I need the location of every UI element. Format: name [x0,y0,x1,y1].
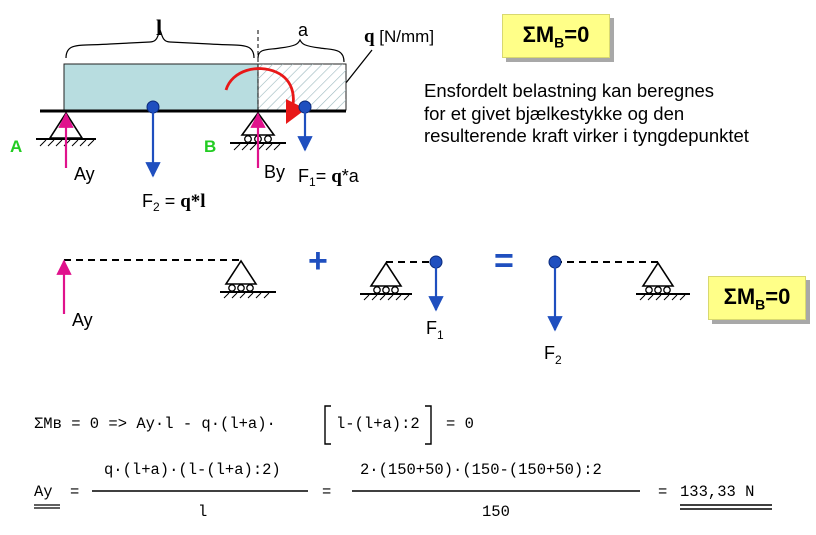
equation-result: 133,33 N [680,483,754,501]
equation-eq1: = [70,483,79,501]
equation-eq2: = [322,483,331,501]
equation-lhs: Ay [34,483,53,501]
description-line-1: Ensfordelt belastning kan beregnes [424,80,715,101]
moment-box-top-text: ΣMB=0 [522,21,590,51]
support-a-label: A [10,137,22,156]
description-text: Ensfordelt belastning kan beregnes for e… [424,80,749,148]
superposition-diagram: Ay + F1 = F2 [56,242,690,367]
force2-label: F2 = q*l [142,191,206,214]
moment-arrow [224,67,307,125]
fraction1-denominator: l [198,503,207,521]
equation-line1-end: = 0 [446,415,474,433]
beam-span-l [63,63,259,111]
superpos-f1-label: F1 [426,318,444,342]
superpos-f1-point [429,255,443,269]
superpos-f2-point [548,255,562,269]
description-line-3: resulterende kraft virker i tyngdepunkte… [424,125,749,146]
brace-l [65,28,255,59]
brace-a [257,38,345,63]
fraction2-denominator: 150 [482,503,510,521]
reaction-b-label: By [264,162,285,182]
force2-point [146,100,160,114]
dim-a-label: a [298,20,309,40]
force1-label: F1= q*a [298,166,360,189]
moment-box-bottom-text: ΣMB=0 [723,283,791,313]
force1-point [298,100,312,114]
fraction1-numerator: q·(l+a)·(l-(l+a):2) [104,461,281,479]
support-b-label: B [204,137,216,156]
dim-l-label: l [156,15,162,40]
description-line-2: for et givet bjælkestykke og den [424,102,685,124]
bracket-right [425,405,432,445]
superpos-roller-2 [360,261,412,301]
beam-diagram: l a q [N/mm] A B Ay [10,15,434,214]
bracket-left [324,405,331,445]
equation-line1: ΣMʙ = 0 => Ay·l - q·(l+a)· [34,415,276,433]
moment-box-bottom: ΣMB=0 [708,276,806,320]
superpos-roller-3 [636,261,690,301]
equation-block: ΣMʙ = 0 => Ay·l - q·(l+a)· l-(l+a):2 = 0… [34,405,772,521]
load-label: q [N/mm] [364,26,434,47]
fraction2-numerator: 2·(150+50)·(150-(150+50):2 [360,461,602,479]
plus-sign: + [308,242,328,280]
equation-line1-bracket: l-(l+a):2 [336,415,420,433]
superpos-f2-label: F2 [544,343,562,367]
superpos-reaction-label: Ay [72,310,93,330]
equation-eq3: = [658,483,667,501]
equals-sign: = [494,242,514,280]
moment-box-top: ΣMB=0 [502,14,610,58]
superpos-roller-1 [220,259,276,299]
reaction-a-label: Ay [74,164,95,184]
